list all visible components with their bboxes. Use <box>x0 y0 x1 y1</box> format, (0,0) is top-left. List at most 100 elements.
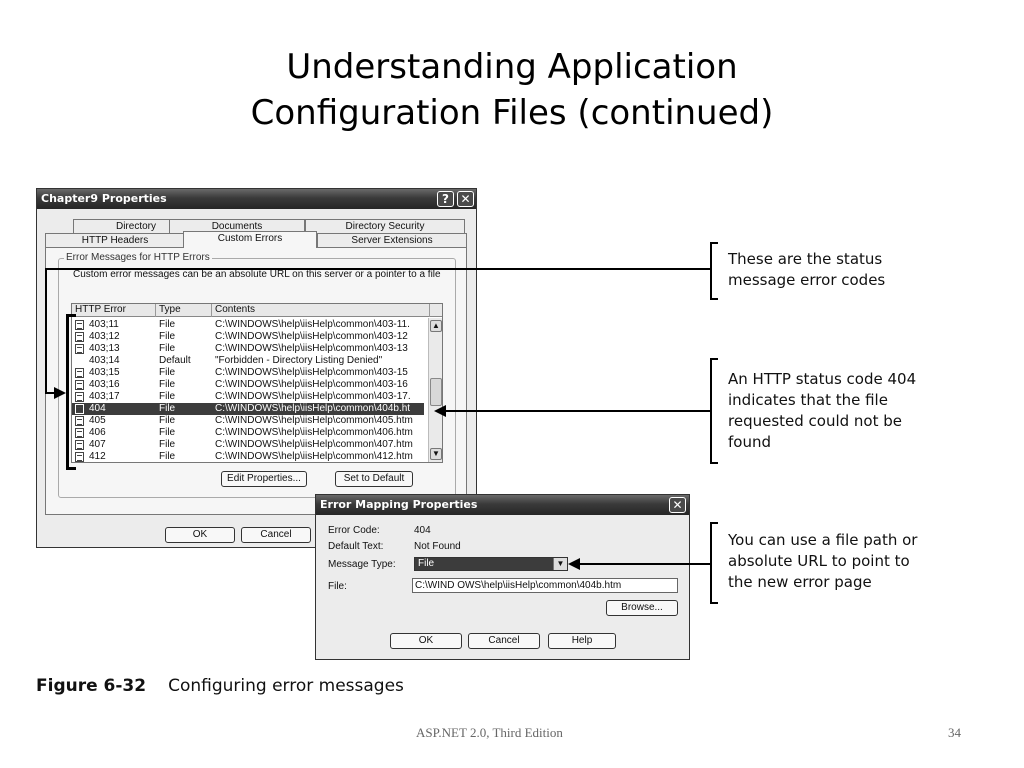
cell-http-error: 407 <box>89 439 106 450</box>
cell-type: File <box>159 379 176 390</box>
cell-type: File <box>159 439 176 450</box>
close-button[interactable]: ✕ <box>457 191 474 207</box>
callout-1-drop <box>45 268 47 394</box>
callout-3-line-3: the new error page <box>728 573 872 591</box>
file-icon <box>75 332 84 342</box>
callout-2-line-4: found <box>728 433 771 451</box>
callout-3-line <box>578 563 710 565</box>
cell-http-error: 403;13 <box>89 343 120 354</box>
cell-type: File <box>159 451 176 462</box>
callout-2-bracket <box>710 358 718 464</box>
callout-1-bracket <box>710 242 718 300</box>
dropdown-arrow-icon[interactable]: ▼ <box>553 558 567 570</box>
file-icon <box>75 404 84 414</box>
callout-3-line-1: You can use a file path or <box>728 531 918 549</box>
file-icon <box>75 344 84 354</box>
tab-http-headers[interactable]: HTTP Headers <box>45 233 185 248</box>
tab-server-extensions[interactable]: Server Extensions <box>317 233 467 248</box>
callout-1-line-2: message error codes <box>728 271 886 289</box>
browse-button[interactable]: Browse... <box>606 600 678 616</box>
cell-contents: C:\WINDOWS\help\iisHelp\common\403-15 <box>215 367 408 378</box>
cell-http-error: 403;14 <box>89 355 120 366</box>
custom-errors-panel: Error Messages for HTTP Errors Custom er… <box>45 247 467 515</box>
message-type-value: File <box>418 558 435 569</box>
table-row[interactable]: 412 File C:\WINDOWS\help\iisHelp\common\41… <box>72 451 424 462</box>
cell-contents: C:\WINDOWS\help\iisHelp\common\412.htm <box>215 451 413 462</box>
cell-type: File <box>159 403 176 414</box>
mapping-cancel-button[interactable]: Cancel <box>468 633 540 649</box>
cell-type: File <box>159 415 176 426</box>
cell-type: File <box>159 319 176 330</box>
callout-1-foot <box>45 392 55 394</box>
column-contents[interactable]: Contents <box>212 304 430 317</box>
set-to-default-button[interactable]: Set to Default <box>335 471 413 487</box>
file-icon <box>75 380 84 390</box>
cell-contents: C:\WINDOWS\help\iisHelp\common\403-16 <box>215 379 408 390</box>
column-type[interactable]: Type <box>156 304 212 317</box>
cell-contents: C:\WINDOWS\help\iisHelp\common\403-12 <box>215 331 408 342</box>
tab-documents[interactable]: Documents <box>169 219 305 234</box>
file-icon <box>75 416 84 426</box>
mapping-close-button[interactable]: ✕ <box>669 497 686 513</box>
error-mapping-dialog: Error Mapping Properties ✕ Error Code: 4… <box>315 494 690 660</box>
callout-1-line-1: These are the status <box>728 250 883 268</box>
callout-3-arrowhead <box>568 558 580 570</box>
figure-caption-text: Configuring error messages <box>168 676 404 696</box>
ok-button[interactable]: OK <box>165 527 235 543</box>
cell-http-error: 403;17 <box>89 391 120 402</box>
mapping-help-button[interactable]: Help <box>548 633 616 649</box>
cell-http-error: 404 <box>89 403 106 414</box>
cell-http-error: 403;12 <box>89 331 120 342</box>
message-type-select[interactable]: File ▼ <box>414 557 568 571</box>
callout-2-line-2: indicates that the file <box>728 391 888 409</box>
group-label: Error Messages for HTTP Errors <box>64 252 212 263</box>
cell-http-error: 403;11 <box>89 319 119 330</box>
cell-http-error: 412 <box>89 451 106 462</box>
cancel-button[interactable]: Cancel <box>241 527 311 543</box>
file-icon <box>75 452 84 462</box>
properties-dialog: Chapter9 Properties ? ✕ Directory Docume… <box>36 188 477 548</box>
callout-2-line <box>444 410 710 412</box>
callout-3-line-2: absolute URL to point to <box>728 552 910 570</box>
default-text-label: Default Text: <box>328 541 384 552</box>
table-row[interactable]: 404 File C:\WINDOWS\help\iisHelp\common\40… <box>72 403 424 415</box>
file-label: File: <box>328 581 347 592</box>
file-icon <box>75 320 84 330</box>
default-text-value: Not Found <box>414 541 461 552</box>
callout-3-text: You can use a file path or absolute URL … <box>728 530 917 593</box>
cell-contents: "Forbidden - Directory Listing Denied" <box>215 355 383 366</box>
properties-titlebar: Chapter9 Properties ? ✕ <box>37 189 476 209</box>
edit-properties-button[interactable]: Edit Properties... <box>221 471 307 487</box>
cell-contents: C:\WINDOWS\help\iisHelp\common\404b.ht <box>215 403 411 414</box>
error-code-value: 404 <box>414 525 431 536</box>
help-button[interactable]: ? <box>437 191 454 207</box>
cell-type: File <box>159 427 176 438</box>
file-icon <box>75 392 84 402</box>
mapping-ok-button[interactable]: OK <box>390 633 462 649</box>
scroll-up-icon[interactable]: ▲ <box>430 320 442 332</box>
tab-directory-security[interactable]: Directory Security <box>305 219 465 234</box>
codes-bracket <box>66 314 76 470</box>
error-messages-group: Error Messages for HTTP Errors Custom er… <box>58 252 456 498</box>
callout-1-arrowhead <box>54 387 66 399</box>
slide-title-line-1: Understanding Application <box>286 47 738 87</box>
scroll-thumb[interactable] <box>430 378 442 406</box>
tab-custom-errors[interactable]: Custom Errors <box>183 231 317 248</box>
list-scrollbar[interactable]: ▲ ▼ <box>428 318 442 462</box>
slide-title-line-2: Configuration Files (continued) <box>250 93 774 133</box>
file-path-input[interactable]: C:\WIND OWS\help\iisHelp\common\404b.htm <box>412 578 678 593</box>
mapping-title: Error Mapping Properties <box>320 498 478 511</box>
column-http-error[interactable]: HTTP Error <box>72 304 156 317</box>
scroll-down-icon[interactable]: ▼ <box>430 448 442 460</box>
